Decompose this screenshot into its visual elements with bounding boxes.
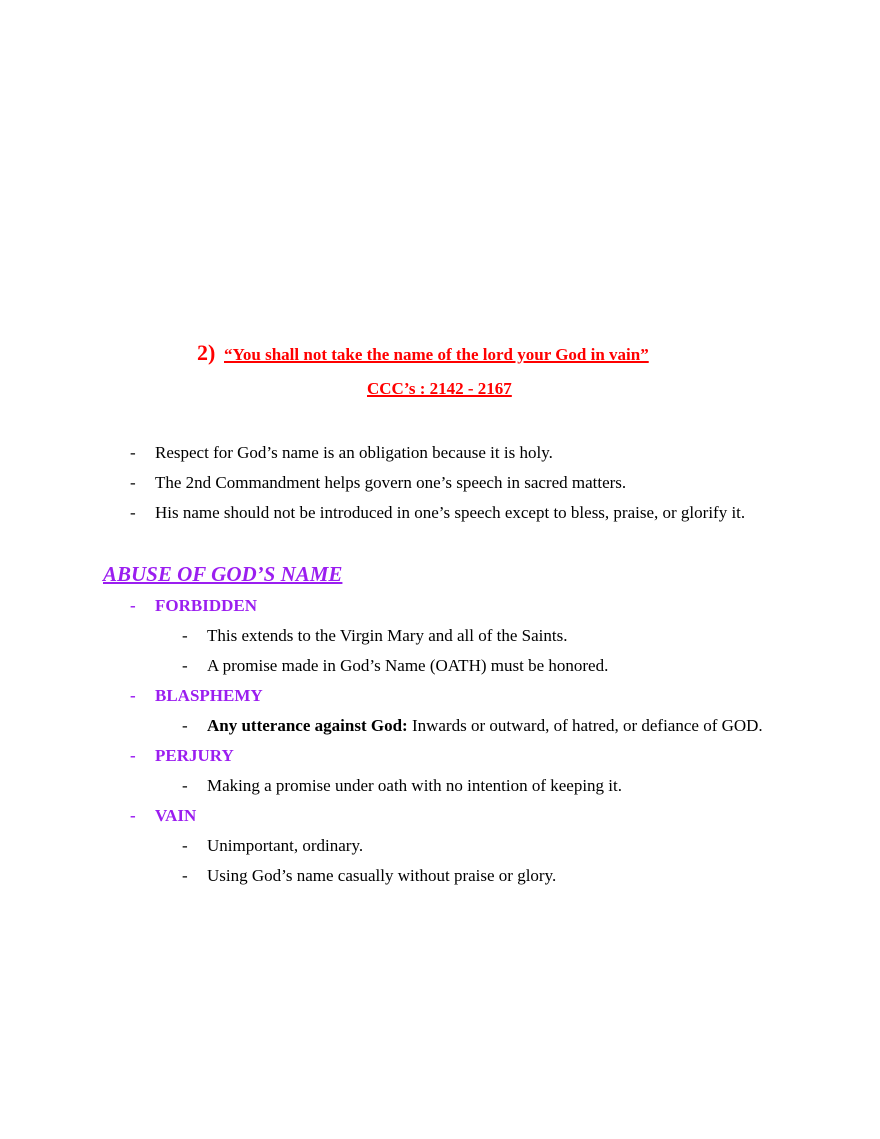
bullet-dash: - bbox=[182, 656, 188, 675]
bullet-dash: - bbox=[130, 596, 136, 615]
abuse-heading: ABUSE OF GOD’S NAME bbox=[103, 562, 343, 586]
bold-term: Any utterance against God: bbox=[207, 716, 408, 735]
section-title: “You shall not take the name of the lord… bbox=[224, 345, 649, 364]
bullet-dash: - bbox=[130, 686, 136, 705]
bullet-dash: - bbox=[130, 746, 136, 765]
bullet-dash: - bbox=[182, 626, 188, 645]
category-label: BLASPHEMY bbox=[155, 686, 263, 705]
bullet-dash: - bbox=[130, 473, 136, 492]
bullet-dash: - bbox=[182, 716, 188, 735]
category-label: VAIN bbox=[155, 806, 197, 825]
bullet-dash: - bbox=[130, 503, 136, 522]
category-label: FORBIDDEN bbox=[155, 596, 258, 615]
bullet-dash: - bbox=[182, 776, 188, 795]
section-reference: CCC’s : 2142 - 2167 bbox=[367, 379, 512, 398]
bullet-dash: - bbox=[182, 836, 188, 855]
bullet-dash: - bbox=[182, 866, 188, 885]
bullet-dash: - bbox=[130, 806, 136, 825]
bullet-dash: - bbox=[130, 443, 136, 462]
category-label: PERJURY bbox=[155, 746, 234, 765]
section-number: 2) bbox=[197, 340, 216, 365]
